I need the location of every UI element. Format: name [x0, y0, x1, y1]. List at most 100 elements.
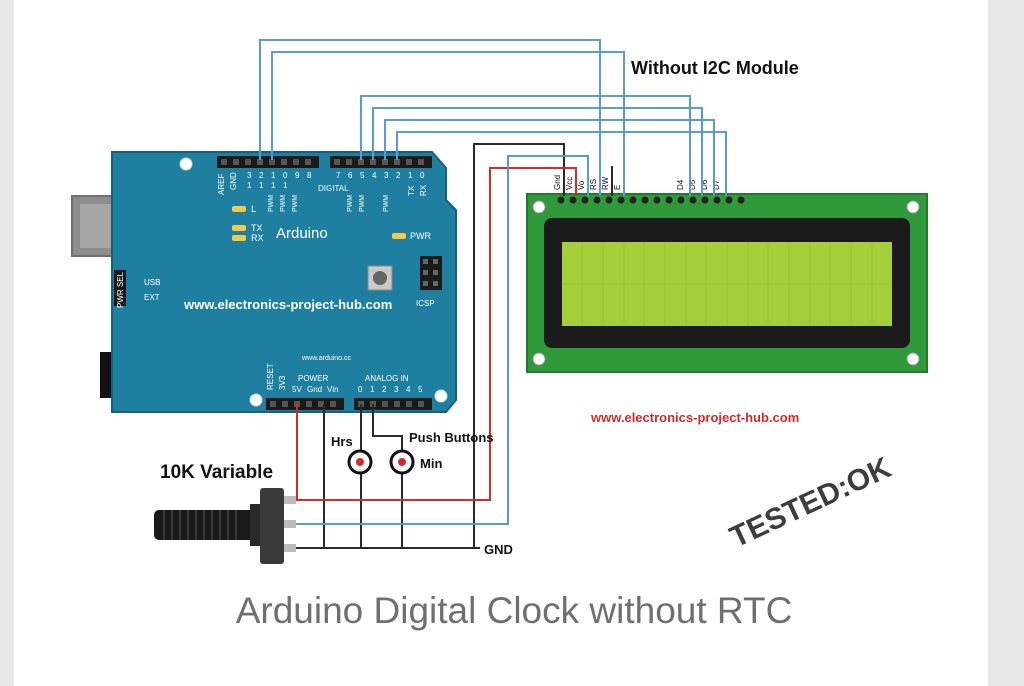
- label-power: POWER: [298, 374, 328, 383]
- wire-d5: [372, 107, 703, 196]
- label-a0: 0: [358, 385, 363, 394]
- label-d3: 3: [384, 171, 389, 180]
- label-tens-4: 1: [283, 181, 288, 190]
- push-button-hrs: [347, 449, 373, 475]
- label-gnd-top: GND: [229, 172, 238, 190]
- wire-e: [271, 51, 625, 196]
- label-a3: 3: [394, 385, 399, 394]
- label-pwm-10: PWM: [280, 195, 287, 212]
- label-a5: 5: [418, 385, 423, 394]
- label-d4: 4: [372, 171, 377, 180]
- label-d12: 2: [259, 171, 264, 180]
- label-a1: 1: [370, 385, 375, 394]
- label-d0: 0: [420, 171, 425, 180]
- label-d11: 1: [271, 171, 276, 180]
- wire-vo: [296, 155, 589, 525]
- led-l: [232, 206, 246, 212]
- label-led-l: L: [251, 204, 256, 214]
- led-rx: [232, 235, 246, 241]
- label-d2: 2: [396, 171, 401, 180]
- hrs-label: Hrs: [331, 434, 353, 449]
- label-icsp: ICSP: [416, 299, 435, 308]
- label-d13: 3: [247, 171, 252, 180]
- pot-label: 10K Variable: [160, 462, 273, 483]
- pot-body: [260, 488, 284, 564]
- arduino-pcb: [111, 151, 457, 413]
- website-label: www.electronics-project-hub.com: [590, 410, 799, 425]
- label-pwm-9: PWM: [292, 195, 299, 212]
- lcd-label-e: E: [613, 185, 622, 190]
- wire-a1: [372, 404, 403, 452]
- lcd-label-d6: D6: [700, 179, 709, 190]
- label-pwm-11: PWM: [268, 195, 275, 212]
- label-vin: Vin: [327, 385, 338, 394]
- label-tens-1: 1: [247, 181, 252, 190]
- label-tens-2: 1: [259, 181, 264, 190]
- pwr-sel-jumper: [114, 270, 126, 306]
- label-gnd-pwr: Gnd: [307, 385, 322, 394]
- lcd-label-vcc: Vcc: [565, 177, 574, 190]
- lcd-label-vo: Vo: [577, 180, 586, 190]
- lcd-label-rs: RS: [589, 179, 598, 190]
- label-usb: USB: [144, 278, 160, 287]
- wire-rs: [259, 39, 601, 196]
- wire-d4: [360, 95, 691, 196]
- label-pwr-sel: PWR SEL: [116, 271, 125, 308]
- lcd-label-d5: D5: [688, 179, 697, 190]
- lcd-module: Gnd Vcc Vo RS RW E D4 D5 D6 D7: [526, 175, 928, 373]
- figure-caption: Arduino Digital Clock without RTC: [235, 590, 793, 631]
- label-rx-pin: RX: [419, 184, 428, 196]
- wire-d7: [396, 131, 727, 196]
- potentiometer: [154, 488, 296, 564]
- label-d9: 9: [295, 171, 300, 180]
- label-digital: DIGITAL: [318, 184, 349, 193]
- gnd-label: GND: [484, 542, 513, 557]
- label-a2: 2: [382, 385, 387, 394]
- label-3v3: 3V3: [278, 375, 287, 390]
- wire-vcc: [296, 167, 577, 501]
- label-ext: EXT: [144, 293, 160, 302]
- led-tx: [232, 225, 246, 231]
- module-note: Without I2C Module: [631, 58, 799, 78]
- wire-lcd-gnd: [473, 143, 565, 548]
- label-tx-pin: TX: [407, 185, 416, 196]
- label-a4: 4: [406, 385, 411, 394]
- label-d10: 0: [283, 171, 288, 180]
- digital-header-right: [330, 156, 432, 168]
- label-d6: 6: [348, 171, 353, 180]
- label-d1: 1: [408, 171, 413, 180]
- circuit-diagram: AREF GND 3 2 1 0 9 8 1 1 1 1 DIGITAL PWM…: [71, 39, 928, 564]
- label-pwr: PWR: [410, 231, 431, 241]
- label-5v: 5V: [292, 385, 302, 394]
- min-label: Min: [420, 456, 442, 471]
- label-pwm-3: PWM: [383, 195, 390, 212]
- label-tens-3: 1: [271, 181, 276, 190]
- buttons-label: Push Buttons: [409, 430, 494, 445]
- label-pwm-5: PWM: [359, 195, 366, 212]
- digital-header-left: [217, 156, 319, 168]
- label-tx: TX: [251, 223, 263, 233]
- arduino-board: AREF GND 3 2 1 0 9 8 1 1 1 1 DIGITAL PWM…: [71, 151, 457, 413]
- page-frame: AREF GND 3 2 1 0 9 8 1 1 1 1 DIGITAL PWM…: [14, 0, 988, 686]
- label-d7: 7: [336, 171, 341, 180]
- arduino-cc: www.arduino.cc: [301, 355, 352, 362]
- lcd-label-d4: D4: [676, 179, 685, 190]
- label-d8: 8: [307, 171, 312, 180]
- arduino-name: Arduino: [276, 225, 328, 242]
- board-website: www.electronics-project-hub.com: [183, 297, 392, 312]
- lcd-label-rw: RW: [601, 176, 610, 190]
- tested-stamp: TESTED:OK: [725, 451, 896, 554]
- label-reset: RESET: [266, 363, 275, 390]
- lcd-label-gnd: Gnd: [553, 175, 562, 190]
- push-button-min: [389, 449, 415, 475]
- label-analog-in: ANALOG IN: [365, 374, 409, 383]
- label-aref: AREF: [217, 174, 226, 195]
- label-rx: RX: [251, 233, 264, 243]
- wires: [259, 39, 727, 549]
- label-pwm-6: PWM: [347, 195, 354, 212]
- lcd-pins: [557, 196, 745, 204]
- led-pwr: [392, 233, 406, 239]
- lcd-label-d7: D7: [712, 179, 721, 190]
- wire-d6: [384, 119, 715, 196]
- label-d5: 5: [360, 171, 365, 180]
